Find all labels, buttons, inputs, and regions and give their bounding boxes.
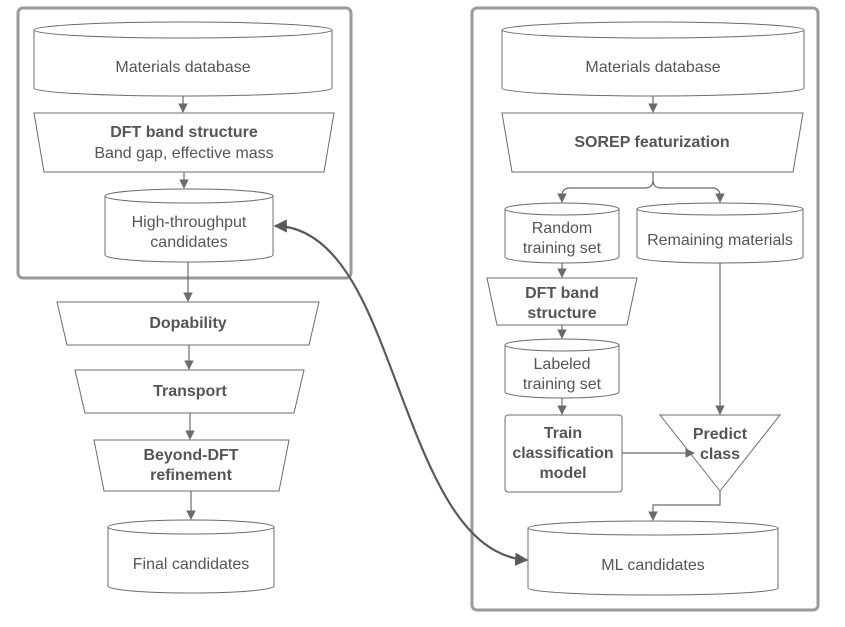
random-training-set: Random training set <box>504 202 620 264</box>
train-classification-model: Train classification model <box>504 414 623 493</box>
dopability-label: Dopability <box>149 315 226 332</box>
final-candidates: Final candidates <box>107 519 275 594</box>
left-dft-subtitle: Band gap, effective mass <box>94 145 273 162</box>
final-candidates-label: Final candidates <box>133 556 250 573</box>
labeled-line1: Labeled <box>534 356 591 373</box>
arrow-predict-to-ml <box>648 491 721 521</box>
transport-label: Transport <box>153 383 227 400</box>
train-line1: Train <box>544 425 582 442</box>
beyond-line2: refinement <box>150 467 232 484</box>
beyond-line1: Beyond-DFT <box>143 447 238 464</box>
right-dft-line2: structure <box>527 305 596 322</box>
train-line2: classification <box>512 445 613 462</box>
predict-line2: class <box>700 446 740 463</box>
ml-candidates: ML candidates <box>527 520 779 596</box>
right-dft-line1: DFT band <box>525 285 599 302</box>
right-materials-database: Materials database <box>501 21 805 97</box>
train-line3: model <box>539 465 586 482</box>
arrow-sorep-to-remaining <box>652 179 725 203</box>
comparison-double-arrow <box>273 219 529 566</box>
right-dft-band-structure: DFT band structure <box>486 277 638 326</box>
labeled-line2: training set <box>523 376 602 393</box>
left-materials-database: Materials database <box>33 21 333 97</box>
ht-line2: candidates <box>150 234 227 251</box>
left-materials-database-label: Materials database <box>115 59 250 76</box>
transport-step: Transport <box>74 369 305 414</box>
high-throughput-candidates: High-throughput candidates <box>104 188 274 263</box>
left-group-box <box>16 6 353 280</box>
sorep-label: SOREP featurization <box>574 134 729 151</box>
predict-class: Predict class <box>658 414 782 492</box>
remaining-materials-label: Remaining materials <box>647 232 793 249</box>
random-line2: training set <box>523 240 602 257</box>
labeled-training-set: Labeled training set <box>504 338 620 399</box>
ml-candidates-label: ML candidates <box>601 557 704 574</box>
arrow-sorep-to-random <box>557 172 654 203</box>
dopability-step: Dopability <box>56 301 320 346</box>
ht-line1: High-throughput <box>132 214 247 231</box>
sorep-featurization: SOREP featurization <box>501 112 804 173</box>
left-dft-title: DFT band structure <box>110 124 258 141</box>
left-dft-band-structure: DFT band structure Band gap, effective m… <box>33 112 335 173</box>
random-line1: Random <box>532 220 592 237</box>
beyond-dft-step: Beyond-DFT refinement <box>93 439 290 492</box>
remaining-materials: Remaining materials <box>636 202 804 264</box>
predict-line1: Predict <box>693 426 748 443</box>
right-materials-database-label: Materials database <box>585 59 720 76</box>
